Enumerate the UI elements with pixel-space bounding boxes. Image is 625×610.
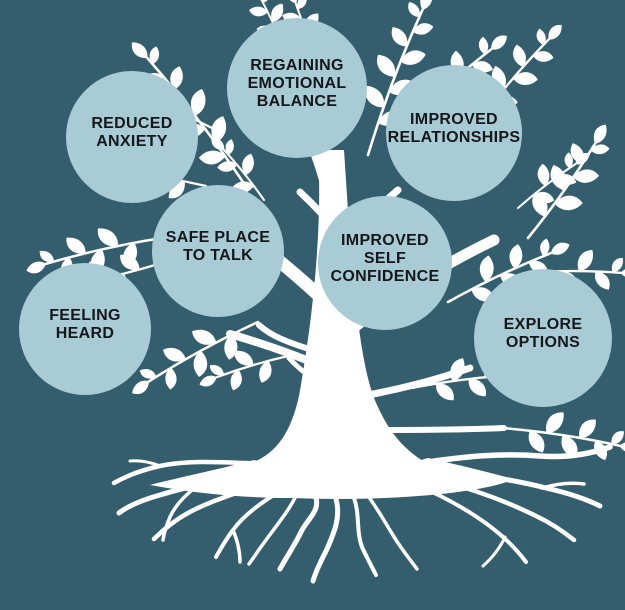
bubble-reduced-anxiety: REDUCED ANXIETY [66, 71, 198, 203]
bubble-label: IMPROVED SELF CONFIDENCE [330, 231, 440, 286]
bubble-regaining-emotional-balance: REGAINING EMOTIONAL BALANCE [227, 18, 367, 158]
bubble-explore-options: EXPLORE OPTIONS [474, 269, 612, 407]
bubble-safe-place-to-talk: SAFE PLACE TO TALK [152, 185, 284, 317]
bubble-label: FEELING HEARD [49, 306, 121, 342]
bubble-improved-relationships: IMPROVED RELATIONSHIPS [386, 65, 522, 201]
bubble-label: SAFE PLACE TO TALK [165, 228, 271, 264]
bubble-label: REGAINING EMOTIONAL BALANCE [247, 56, 347, 111]
bubble-improved-self-confidence: IMPROVED SELF CONFIDENCE [318, 196, 452, 330]
bubble-label: EXPLORE OPTIONS [503, 315, 583, 351]
bubble-label: REDUCED ANXIETY [91, 114, 173, 150]
bubble-label: IMPROVED RELATIONSHIPS [387, 110, 521, 146]
bubble-feeling-heard: FEELING HEARD [19, 263, 151, 395]
